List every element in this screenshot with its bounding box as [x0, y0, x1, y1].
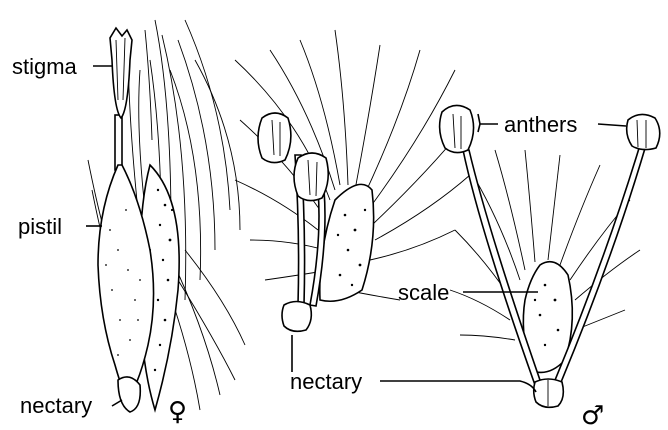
- nectary-center-leader-right: [380, 381, 536, 392]
- label-nectary-center: nectary: [290, 369, 362, 394]
- anthers-leader-left: [478, 114, 498, 132]
- right-filament-left: [463, 150, 541, 385]
- anthers-leader-right: [598, 124, 626, 126]
- right-filament-right: [553, 145, 646, 387]
- style-stalk: [115, 115, 122, 170]
- right-anther-left: [440, 105, 474, 152]
- label-pistil: pistil: [18, 214, 62, 239]
- female-symbol: ♀: [168, 397, 187, 427]
- label-scale: scale: [398, 280, 449, 305]
- nectary-left-shape: [118, 377, 140, 412]
- label-nectary-left: nectary: [20, 393, 92, 418]
- label-stigma: stigma: [12, 54, 78, 79]
- stigma-lobes: [110, 28, 132, 118]
- center-scale: [320, 184, 374, 301]
- label-anthers: anthers: [504, 112, 577, 137]
- nectary-left-leader: [112, 400, 122, 406]
- male-flower: [440, 105, 660, 407]
- center-anther-upper: [258, 113, 291, 163]
- center-nectary-shape: [282, 302, 311, 332]
- right-nectary-shape: [534, 379, 564, 407]
- female-flower: [88, 20, 245, 412]
- center-anther-lower: [294, 153, 328, 201]
- right-anther-right: [627, 114, 660, 149]
- male-symbol: ♂: [581, 401, 604, 430]
